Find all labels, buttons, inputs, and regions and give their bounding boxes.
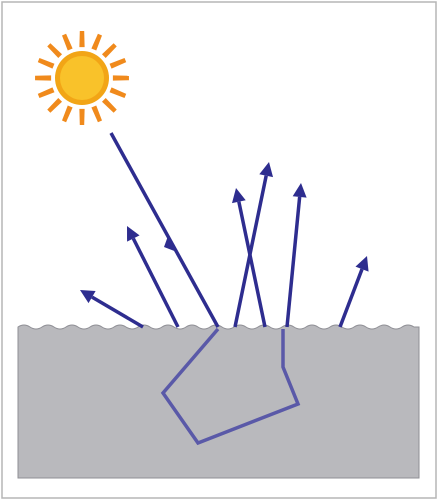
arrow-up-icon bbox=[127, 226, 140, 242]
reflected-ray-3 bbox=[237, 201, 267, 328]
sun-ray bbox=[109, 87, 127, 98]
sun-ray bbox=[35, 75, 52, 81]
arrow-up-icon bbox=[259, 162, 274, 178]
reflected-ray-1 bbox=[91, 295, 144, 329]
arrow-up-icon bbox=[355, 256, 369, 272]
sun-ray bbox=[37, 87, 55, 98]
subsurface-scatter-path bbox=[160, 327, 301, 446]
reflected-ray-2 bbox=[131, 237, 180, 328]
reflected-rays bbox=[80, 162, 369, 329]
sun-ray bbox=[47, 43, 63, 59]
sun-ray bbox=[37, 58, 55, 69]
sun-ray bbox=[79, 108, 85, 125]
reflected-ray-4 bbox=[233, 175, 268, 328]
arrow-up-icon bbox=[292, 183, 307, 198]
sun-ray bbox=[112, 75, 129, 81]
surface-material bbox=[17, 324, 420, 479]
sun-ray bbox=[62, 105, 73, 123]
sun-ray bbox=[101, 43, 117, 59]
arrow-up-icon bbox=[232, 188, 246, 204]
sun-icon bbox=[35, 31, 129, 125]
sun-ray bbox=[101, 97, 117, 113]
reflected-ray-5 bbox=[285, 196, 302, 328]
arrow-up-icon bbox=[80, 290, 96, 304]
sun-core bbox=[60, 56, 104, 100]
incident-arrowhead bbox=[164, 236, 177, 252]
sun-ray bbox=[62, 33, 73, 51]
sun-ray bbox=[109, 58, 127, 69]
sun-ray bbox=[91, 105, 102, 123]
sun-ray bbox=[79, 31, 85, 48]
incident-ray bbox=[109, 132, 220, 328]
sun-ray bbox=[91, 33, 102, 51]
sun-ray bbox=[47, 97, 63, 113]
reflected-ray-6 bbox=[338, 268, 364, 328]
